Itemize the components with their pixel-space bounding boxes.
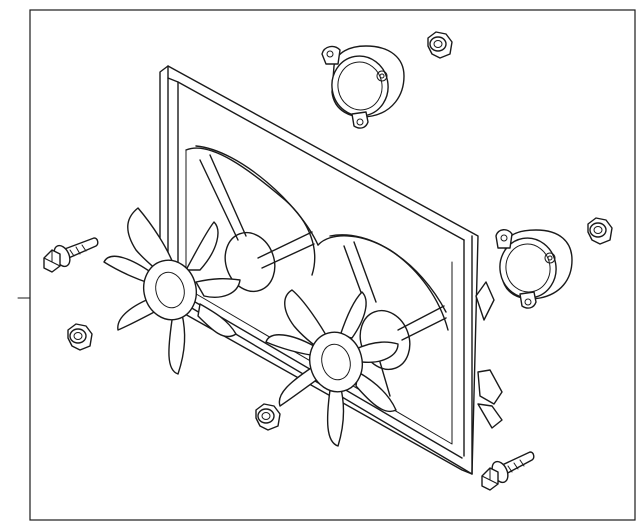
nut-left[interactable] bbox=[67, 323, 93, 351]
fan-blade-left[interactable] bbox=[103, 207, 241, 375]
nut-bottom[interactable] bbox=[255, 403, 281, 431]
fan-motor-top[interactable] bbox=[321, 45, 405, 129]
flange-bolt-bottom-right[interactable] bbox=[481, 451, 535, 491]
fan-motor-right[interactable] bbox=[495, 229, 573, 309]
fan-shroud[interactable] bbox=[159, 65, 503, 475]
nut-top[interactable] bbox=[427, 31, 453, 59]
nut-right[interactable] bbox=[587, 217, 613, 245]
flange-bolt-left[interactable] bbox=[43, 237, 99, 273]
fan-blade-right[interactable] bbox=[265, 289, 399, 447]
